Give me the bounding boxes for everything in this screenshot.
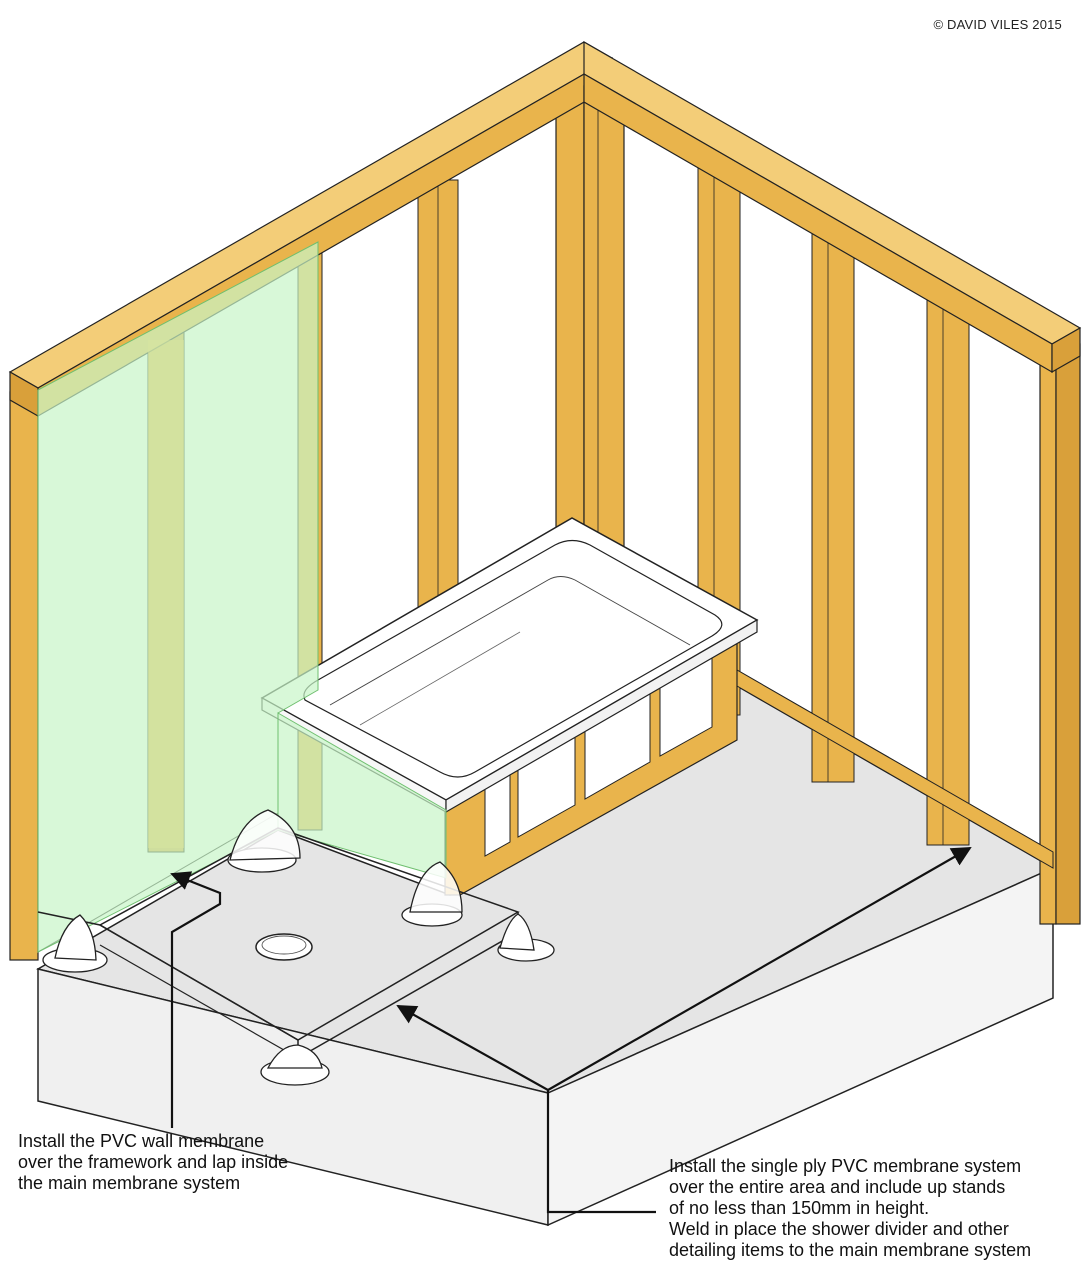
corner-patch-2 (227, 809, 301, 873)
left-wall-end-stud (9, 391, 39, 961)
corner-patch-3 (401, 861, 463, 927)
corner-patch-5 (260, 1044, 330, 1086)
wall-membrane-stud-shadow (148, 340, 184, 848)
main-membrane-note-line-2: over the entire area and include up stan… (669, 1177, 1006, 1197)
wall-membrane-note-line-2: over the framework and lap inside (18, 1152, 289, 1172)
wall-membrane-note: Install the PVC wall membrane over the f… (18, 1131, 288, 1194)
pvc-wall-membrane (37, 241, 447, 953)
leader-main-membrane (396, 1005, 656, 1214)
main-membrane-note-line-4: Weld in place the shower divider and oth… (669, 1219, 1009, 1239)
leader-wall-membrane (170, 871, 222, 1128)
corner-detailing-items (42, 809, 555, 1086)
main-membrane-note: Install the single ply PVC membrane syst… (669, 1156, 1031, 1261)
floor-membrane (36, 669, 1055, 1227)
wall-membrane-note-line-1: Install the PVC wall membrane (18, 1131, 265, 1151)
corner-patch-4 (497, 913, 555, 962)
corner-patch-1 (42, 914, 108, 973)
right-wall-stud-4 (926, 289, 970, 846)
right-wall-end-stud (1039, 351, 1057, 925)
leader-main-membrane-back (547, 847, 972, 1091)
main-membrane-note-line-1: Install the single ply PVC membrane syst… (669, 1156, 1022, 1176)
main-membrane-note-line-5: detailing items to the main membrane sys… (669, 1240, 1032, 1260)
main-membrane-note-line-3: of no less than 150mm in height. (669, 1198, 930, 1218)
shower-drain (255, 933, 313, 961)
copyright-text: © DAVID VILES 2015 (933, 17, 1062, 32)
leader-lines (170, 847, 972, 1214)
wall-membrane-note-line-3: the main membrane system (18, 1173, 241, 1193)
right-wall-stud-3 (811, 221, 855, 783)
